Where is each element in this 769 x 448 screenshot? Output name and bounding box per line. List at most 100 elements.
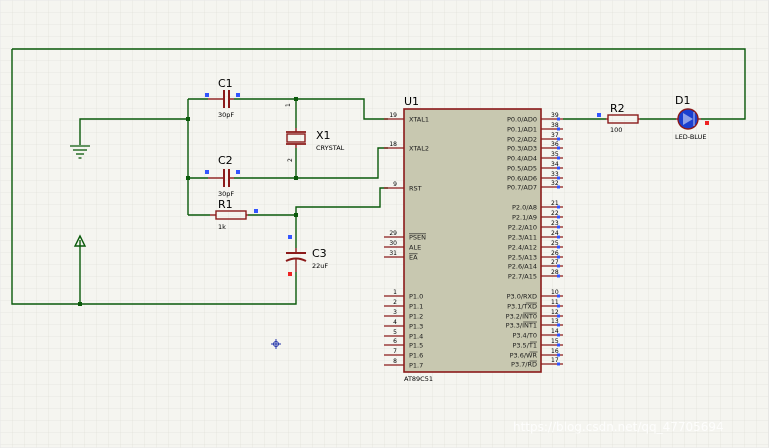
u1-part-label: AT89C51 <box>404 375 433 383</box>
pin-marker <box>205 93 209 97</box>
pin-number: 33 <box>551 171 559 178</box>
pin-label: P1.3 <box>409 323 423 331</box>
pin-marker <box>557 205 560 209</box>
pin-label: P2.2/A10 <box>508 224 537 232</box>
ground-icon[interactable] <box>70 145 90 159</box>
wire-xtal2 <box>234 147 388 179</box>
pin-label: P0.3/AD3 <box>507 145 537 153</box>
pin-marker <box>557 245 560 249</box>
pin-marker <box>557 362 560 366</box>
wire-bottom-c3 <box>80 272 297 305</box>
pin-number: 8 <box>393 358 397 365</box>
pin-marker <box>705 121 709 125</box>
resistor-r2[interactable]: R2 100 <box>597 102 640 134</box>
pin-number: 25 <box>551 240 559 247</box>
r2-ref-label: R2 <box>610 102 625 115</box>
crosshair-icon <box>271 339 281 349</box>
wire-rst <box>295 187 388 215</box>
pin-number: 7 <box>393 348 397 355</box>
pin-marker <box>557 156 560 160</box>
pin-label: P0.0/AD0 <box>507 116 537 124</box>
led-d1[interactable]: D1 LED-BLUE <box>675 94 709 141</box>
pin-label: PSEN <box>409 234 426 242</box>
crystal-x1[interactable]: 1 2 X1 CRYSTAL <box>285 103 345 162</box>
capacitor-c2[interactable]: C2 30pF <box>205 154 240 198</box>
pin-number: 18 <box>389 141 397 148</box>
pin-label: EA <box>409 254 418 262</box>
pin-number: 15 <box>551 338 559 345</box>
pin-label: P3.7/RD <box>511 361 537 369</box>
pin-marker <box>557 323 560 327</box>
pin-number: 10 <box>551 289 559 296</box>
pin-label: P0.1/AD1 <box>507 126 537 134</box>
pin-label: P2.3/A11 <box>508 234 537 242</box>
pin-label: P2.4/A12 <box>508 244 537 252</box>
c2-ref-label: C2 <box>218 154 233 167</box>
pin-number: 28 <box>551 269 559 276</box>
pin-marker <box>557 215 560 219</box>
pin-number: 19 <box>389 112 397 119</box>
pin-number: 4 <box>393 319 397 326</box>
power-terminal-icon[interactable] <box>73 234 87 247</box>
pin-number: 14 <box>551 328 559 335</box>
pin-label: P3.3/INT1 <box>506 322 537 330</box>
pin-label: XTAL1 <box>409 116 429 124</box>
pin-number: 21 <box>551 200 559 207</box>
u1-ref-label: U1 <box>404 95 419 108</box>
pin-number: 17 <box>551 357 559 364</box>
pin-marker <box>236 170 240 174</box>
capacitor-c1[interactable]: C1 30pF <box>205 77 240 119</box>
pin-label: P0.5/AD5 <box>507 165 537 173</box>
chip-body <box>403 108 542 373</box>
pin-marker <box>557 176 560 180</box>
pin-label: P3.1/TXD <box>507 303 537 311</box>
pin-marker <box>557 185 560 189</box>
pin-label: ALE <box>409 244 421 252</box>
pin-marker <box>557 255 560 259</box>
pin-label: P2.5/A13 <box>508 254 537 262</box>
capacitor-c3[interactable]: C3 22uF <box>285 235 328 276</box>
resistor-r1[interactable]: R1 1k <box>210 198 258 231</box>
